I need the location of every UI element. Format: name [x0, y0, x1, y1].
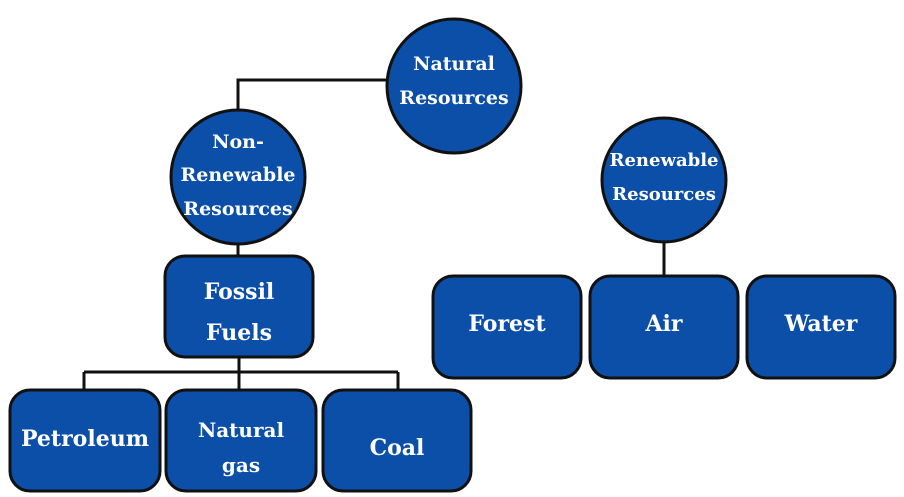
svg-text:Natural: Natural [198, 418, 285, 442]
svg-text:Resources: Resources [612, 184, 716, 205]
node-fossil-fuels: Fossil Fuels [163, 254, 315, 359]
svg-text:Forest: Forest [468, 311, 546, 337]
connectors [82, 78, 666, 390]
svg-text:gas: gas [222, 453, 260, 477]
svg-text:Fuels: Fuels [206, 320, 272, 346]
node-petroleum: Petroleum [8, 388, 162, 493]
svg-text:Renewable: Renewable [610, 150, 719, 171]
connector-natural-nonrenewable [236, 78, 388, 110]
node-natural-resources: Natural Resources [385, 17, 523, 155]
svg-text:Renewable: Renewable [180, 164, 295, 186]
node-air: Air [588, 274, 740, 380]
svg-text:Resources: Resources [183, 198, 292, 220]
svg-text:Natural: Natural [413, 53, 495, 75]
node-non-renewable-resources: Non- Renewable Resources [169, 108, 307, 246]
svg-text:Water: Water [784, 311, 858, 337]
node-forest: Forest [431, 274, 583, 380]
svg-text:Petroleum: Petroleum [21, 426, 149, 452]
svg-text:Coal: Coal [370, 435, 425, 461]
svg-text:Fossil: Fossil [204, 279, 275, 305]
svg-text:Non-: Non- [212, 131, 264, 153]
node-water: Water [745, 274, 897, 380]
svg-text:Resources: Resources [399, 87, 508, 109]
connector-fossil-children [82, 357, 400, 390]
node-natural-gas: Natural gas [164, 388, 318, 493]
node-renewable-resources: Renewable Resources [600, 116, 728, 244]
svg-text:Air: Air [644, 311, 682, 337]
node-coal: Coal [321, 388, 473, 493]
